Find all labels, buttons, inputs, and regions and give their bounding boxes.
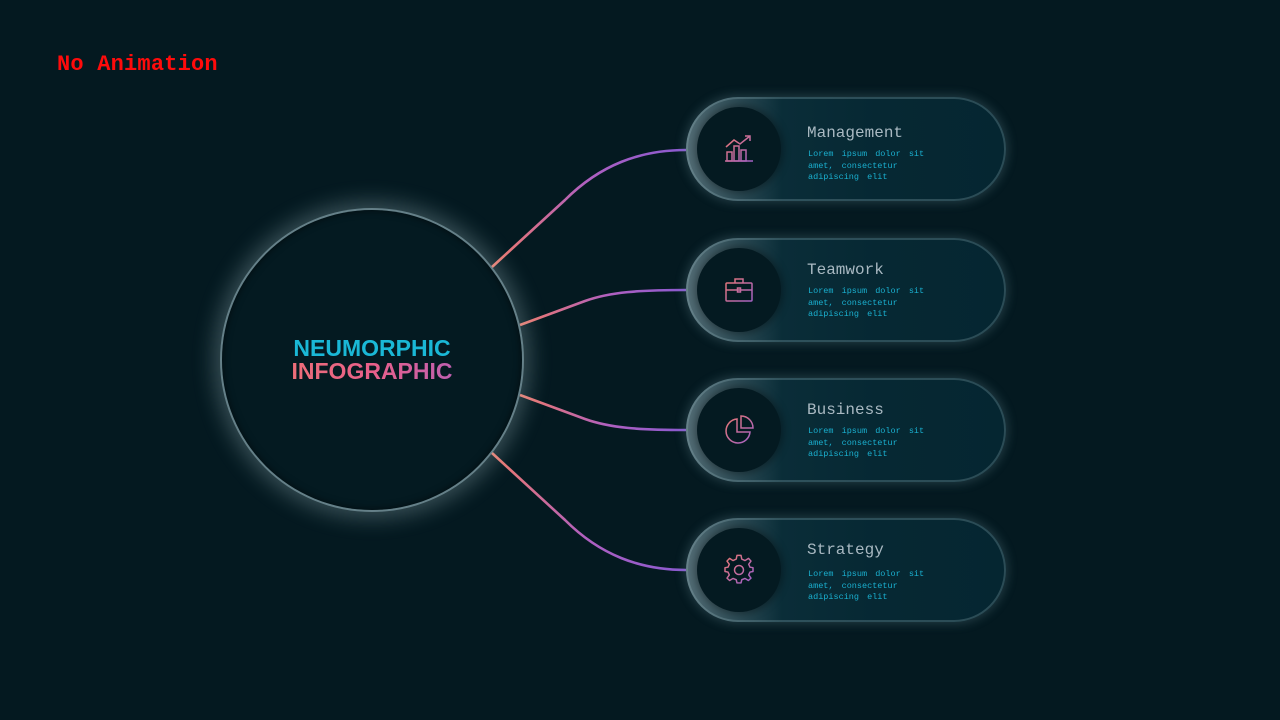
- briefcase-icon: [725, 278, 753, 302]
- item-card-strategy: Strategy Lorem ipsum dolor sit amet, con…: [686, 518, 1006, 622]
- item-title: Strategy: [807, 541, 884, 559]
- item-card-business: Business Lorem ipsum dolor sit amet, con…: [686, 378, 1006, 482]
- item-title: Teamwork: [807, 261, 884, 279]
- hub-title-line2: INFOGRAPHIC: [222, 359, 522, 383]
- item-description: Lorem ipsum dolor sit amet, consectetur …: [808, 286, 925, 319]
- item-title: Business: [807, 401, 884, 419]
- hub-title-line1: NEUMORPHIC: [293, 335, 451, 361]
- icon-disc: [697, 248, 781, 332]
- item-description: Lorem ipsum dolor sit amet, consectetur …: [808, 569, 925, 602]
- central-hub-circle: NEUMORPHIC INFOGRAPHIC: [222, 210, 522, 510]
- item-description: Lorem ipsum dolor sit amet, consectetur …: [808, 426, 925, 459]
- icon-disc: [697, 528, 781, 612]
- no-animation-label: No Animation: [57, 52, 218, 77]
- connector-strategy: [491, 452, 687, 572]
- connector-business: [519, 393, 687, 432]
- bar-chart-trend-icon: [725, 135, 753, 162]
- item-card-management: Management Lorem ipsum dolor sit amet, c…: [686, 97, 1006, 201]
- connector-management: [491, 148, 687, 268]
- pie-chart-icon: [725, 415, 754, 444]
- icon-disc: [697, 107, 781, 191]
- icon-disc: [697, 388, 781, 472]
- item-title: Management: [807, 124, 904, 142]
- item-card-teamwork: Teamwork Lorem ipsum dolor sit amet, con…: [686, 238, 1006, 342]
- connector-teamwork: [519, 288, 687, 327]
- item-description: Lorem ipsum dolor sit amet, consectetur …: [808, 149, 925, 182]
- gear-icon: [724, 554, 754, 584]
